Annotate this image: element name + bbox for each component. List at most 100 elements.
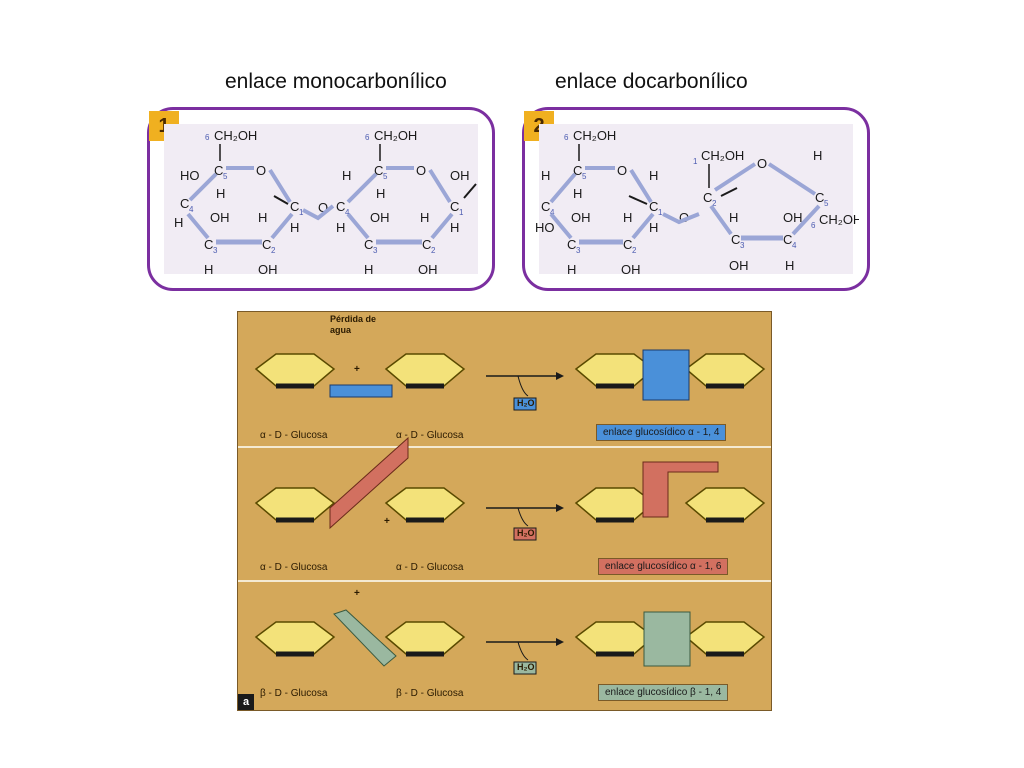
svg-text:OH: OH [210, 210, 230, 225]
svg-text:H: H [813, 148, 822, 163]
plus-sign: + [354, 364, 360, 375]
svg-text:CH₂OH: CH₂OH [819, 212, 859, 227]
svg-text:3: 3 [740, 241, 745, 250]
svg-text:C: C [336, 199, 345, 214]
svg-text:C: C [422, 237, 431, 252]
svg-text:H: H [420, 210, 429, 225]
svg-text:H: H [376, 186, 385, 201]
heading-docarbonilico: enlace docarbonílico [555, 70, 748, 93]
svg-text:5: 5 [383, 172, 388, 181]
water-label: H₂O [517, 662, 535, 672]
row-divider [238, 446, 771, 448]
svg-text:C: C [541, 199, 550, 214]
glucose-caption: β - D - Glucosa [260, 688, 328, 699]
svg-text:CH₂OH: CH₂OH [573, 128, 616, 143]
water-loss-label-line1: Pérdida de [330, 314, 377, 324]
svg-text:2: 2 [271, 246, 276, 255]
svg-text:OH: OH [729, 258, 749, 273]
svg-text:6: 6 [564, 133, 569, 142]
svg-text:C: C [815, 190, 824, 205]
svg-text:4: 4 [792, 241, 797, 250]
svg-text:H: H [573, 186, 582, 201]
svg-text:C: C [262, 237, 271, 252]
svg-text:C: C [450, 199, 459, 214]
heading-monocarbonilico: enlace monocarbonílico [225, 70, 447, 93]
svg-text:OH: OH [258, 262, 278, 277]
water-label: H₂O [517, 398, 535, 408]
svg-text:H: H [258, 210, 267, 225]
svg-text:H: H [567, 262, 576, 277]
svg-text:C: C [731, 232, 740, 247]
bond-label-alpha-1-6: enlace glucosídico α - 1, 6 [598, 558, 729, 575]
glycosidic-bond-figure: Pérdida de agua [237, 311, 772, 711]
svg-text:H: H [729, 210, 738, 225]
svg-text:C: C [623, 237, 632, 252]
svg-text:H: H [450, 220, 459, 235]
svg-text:C: C [567, 237, 576, 252]
plus-sign: + [354, 588, 360, 599]
svg-text:H: H [342, 168, 351, 183]
svg-text:CH₂OH: CH₂OH [701, 148, 744, 163]
svg-text:C: C [364, 237, 373, 252]
svg-text:H: H [216, 186, 225, 201]
svg-text:O: O [256, 163, 266, 178]
glucose-caption: α - D - Glucosa [260, 562, 328, 573]
svg-text:6: 6 [811, 221, 816, 230]
svg-text:H: H [336, 220, 345, 235]
svg-text:H: H [541, 168, 550, 183]
svg-text:O: O [318, 200, 328, 215]
svg-text:OH: OH [450, 168, 470, 183]
svg-text:H: H [290, 220, 299, 235]
svg-text:C: C [783, 232, 792, 247]
svg-text:C: C [180, 196, 189, 211]
svg-text:3: 3 [213, 246, 218, 255]
bond-label-beta-1-4: enlace glucosídico β - 1, 4 [598, 684, 729, 701]
row-divider [238, 580, 771, 582]
svg-text:O: O [416, 163, 426, 178]
water-label: H₂O [517, 528, 535, 538]
glucose-reaction-diagram [238, 349, 771, 675]
svg-text:C: C [204, 237, 213, 252]
svg-text:5: 5 [582, 172, 587, 181]
svg-text:3: 3 [576, 246, 581, 255]
svg-text:1: 1 [693, 157, 698, 166]
svg-text:4: 4 [345, 208, 350, 217]
svg-text:C: C [573, 163, 582, 178]
svg-text:C: C [214, 163, 223, 178]
svg-text:H: H [649, 168, 658, 183]
svg-text:OH: OH [418, 262, 438, 277]
panel-2: 2 CH₂OH 6 C5 O H H C4 HO OH C1 H H C3 C2… [522, 107, 870, 291]
svg-text:2: 2 [632, 246, 637, 255]
svg-text:OH: OH [370, 210, 390, 225]
svg-text:2: 2 [712, 199, 717, 208]
svg-text:6: 6 [205, 133, 210, 142]
svg-text:2: 2 [431, 246, 436, 255]
svg-text:OH: OH [621, 262, 641, 277]
svg-text:O: O [757, 156, 767, 171]
svg-text:H: H [204, 262, 213, 277]
svg-text:C: C [649, 199, 658, 214]
glucose-caption: α - D - Glucosa [396, 562, 464, 573]
svg-text:H: H [174, 215, 183, 230]
svg-text:O: O [679, 210, 689, 225]
glucose-caption: α - D - Glucosa [260, 430, 328, 441]
svg-text:CH₂OH: CH₂OH [374, 128, 417, 143]
svg-text:C: C [290, 199, 299, 214]
svg-text:H: H [649, 220, 658, 235]
svg-text:1: 1 [459, 208, 464, 217]
svg-text:1: 1 [299, 208, 304, 217]
svg-text:HO: HO [180, 168, 200, 183]
svg-text:1: 1 [658, 208, 663, 217]
water-loss-label-line2: agua [330, 325, 352, 335]
svg-text:O: O [617, 163, 627, 178]
panel-1: 1 CH₂OH 6 C5 O HO H C4 H OH C1 H H C3 C2… [147, 107, 495, 291]
svg-text:H: H [364, 262, 373, 277]
figure-corner-label: a [238, 694, 254, 710]
svg-text:H: H [785, 258, 794, 273]
svg-text:OH: OH [571, 210, 591, 225]
plus-sign: + [384, 516, 390, 527]
svg-text:5: 5 [223, 172, 228, 181]
svg-text:C: C [703, 190, 712, 205]
svg-text:OH: OH [783, 210, 803, 225]
